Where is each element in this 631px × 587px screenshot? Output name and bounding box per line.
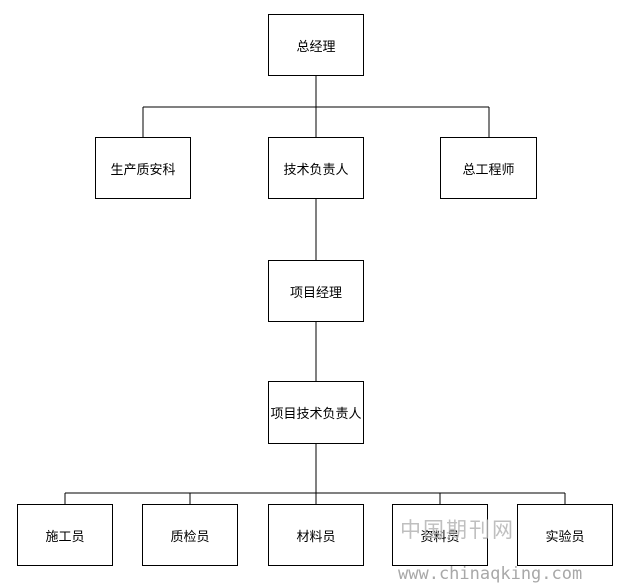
watermark-url: www.chinaqking.com <box>398 564 583 584</box>
node-production-quality-safety: 生产质安科 <box>95 137 191 199</box>
node-technical-lead: 技术负责人 <box>268 137 364 199</box>
node-project-technical-lead: 项目技术负责人 <box>268 381 364 444</box>
node-documents-officer: 资料员 <box>392 504 488 566</box>
node-quality-inspector: 质检员 <box>142 504 238 566</box>
node-general-manager: 总经理 <box>268 14 364 76</box>
node-materials-officer: 材料员 <box>268 504 364 566</box>
node-chief-engineer: 总工程师 <box>440 137 537 199</box>
node-lab-technician: 实验员 <box>517 504 613 566</box>
watermark-site-name: 中国期刊网 <box>400 518 515 542</box>
node-construction-worker: 施工员 <box>17 504 113 566</box>
node-project-manager: 项目经理 <box>268 260 364 322</box>
